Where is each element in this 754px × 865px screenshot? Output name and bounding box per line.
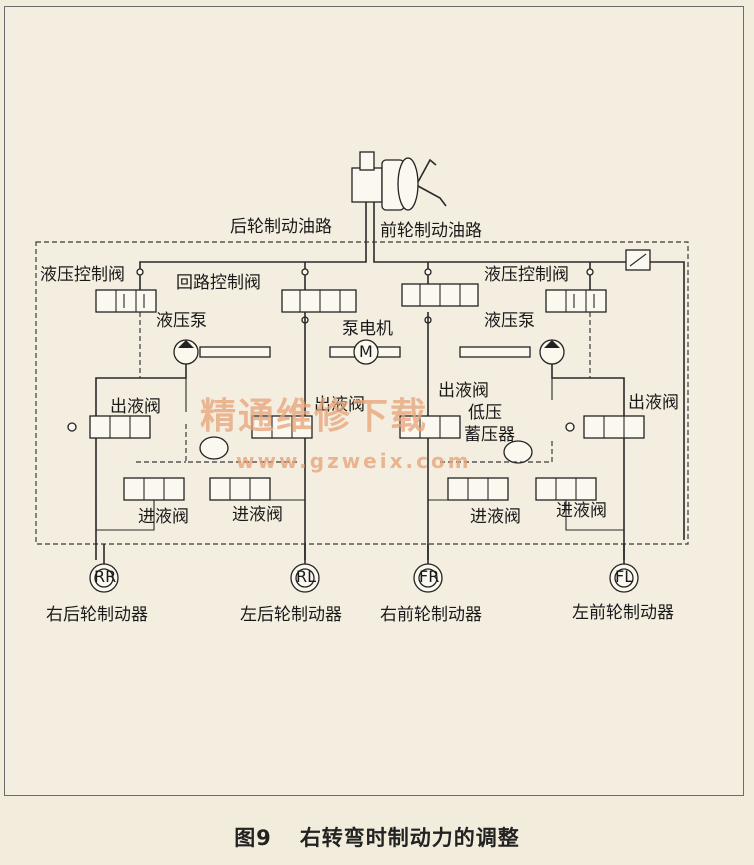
figure-number: 图9 xyxy=(234,826,272,850)
label-hyd-ctrl-left: 液压控制阀 xyxy=(40,265,125,285)
label-front-line: 前轮制动油路 xyxy=(380,221,482,241)
hcu-enclosure xyxy=(35,241,689,545)
inlet-valve-2 xyxy=(209,477,271,501)
svg-text:RL: RL xyxy=(296,567,316,586)
figure-caption: 图9 右转弯时制动力的调整 xyxy=(0,822,754,852)
wheel-brake-rr: RR xyxy=(89,544,119,593)
wheel-brake-lr: RL xyxy=(290,544,320,593)
hyd-control-valve-left xyxy=(95,268,157,313)
outlet-valve-1 xyxy=(67,415,151,439)
label-accumulator: 蓄压器 xyxy=(464,425,515,445)
label-inlet-2: 进液阀 xyxy=(232,505,283,525)
label-outlet-3: 出液阀 xyxy=(438,381,489,401)
inlet-valve-4 xyxy=(535,477,597,501)
label-outlet-2: 出液阀 xyxy=(314,395,365,415)
label-low-pressure: 低压 xyxy=(468,403,502,423)
label-brake-rf: 右前轮制动器 xyxy=(380,605,482,625)
master-cylinder xyxy=(351,151,447,256)
wheel-brake-rf: FR xyxy=(413,544,443,593)
pump-motor: M xyxy=(329,339,401,365)
outlet-valve-3 xyxy=(399,415,461,439)
label-pump-left: 液压泵 xyxy=(156,311,207,331)
watermark-url: www.gzweix.com xyxy=(236,449,472,473)
label-inlet-1: 进液阀 xyxy=(138,507,189,527)
label-rear-line: 后轮制动油路 xyxy=(230,217,332,237)
figure-frame xyxy=(4,6,744,796)
outlet-valve-2 xyxy=(251,415,313,439)
label-circuit-ctrl: 回路控制阀 xyxy=(176,273,261,293)
label-outlet-1: 出液阀 xyxy=(110,397,161,417)
svg-text:M: M xyxy=(359,342,373,361)
accumulator-left xyxy=(199,436,229,460)
pressure-sensor xyxy=(625,249,651,271)
figure-title: 右转弯时制动力的调整 xyxy=(299,826,520,850)
circuit-control-valve-right xyxy=(401,268,479,324)
label-outlet-4: 出液阀 xyxy=(628,393,679,413)
inlet-valve-3 xyxy=(447,477,509,501)
label-brake-lf: 左前轮制动器 xyxy=(572,603,674,623)
svg-text:FR: FR xyxy=(419,567,439,586)
label-pump-motor: 泵电机 xyxy=(342,319,393,339)
pump-left xyxy=(173,339,271,365)
wheel-brake-lf: FL xyxy=(609,544,639,593)
watermark-text: 精通维修下载 xyxy=(200,395,428,437)
svg-text:RR: RR xyxy=(94,567,116,586)
svg-text:FL: FL xyxy=(615,567,633,586)
hyd-control-valve-right xyxy=(545,268,607,313)
pump-right xyxy=(459,339,565,365)
label-brake-lr: 左后轮制动器 xyxy=(240,605,342,625)
outlet-valve-4 xyxy=(565,415,645,439)
circuit-control-valve xyxy=(281,268,357,324)
label-pump-right: 液压泵 xyxy=(484,311,535,331)
accumulator-right xyxy=(503,440,533,464)
label-inlet-3: 进液阀 xyxy=(470,507,521,527)
label-hyd-ctrl-right: 液压控制阀 xyxy=(484,265,569,285)
inlet-valve-1 xyxy=(123,477,185,501)
label-inlet-4: 进液阀 xyxy=(556,501,607,521)
label-brake-rr: 右后轮制动器 xyxy=(46,605,148,625)
